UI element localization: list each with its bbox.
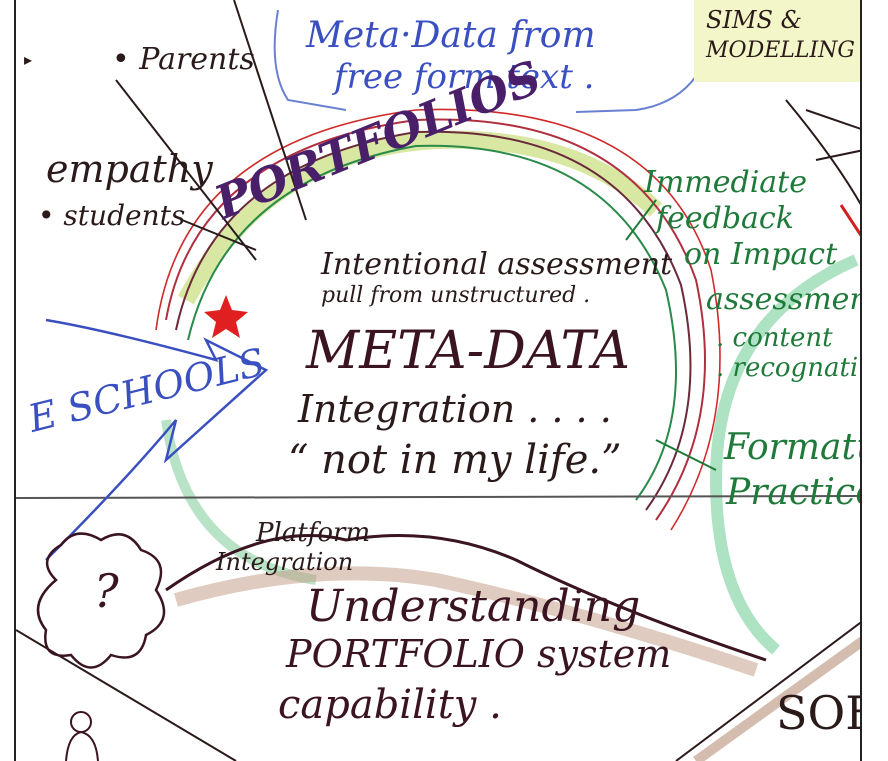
not-in-my-life-label: “ not in my life.”: [288, 437, 622, 483]
red-arc-4: [155, 108, 721, 531]
formative-line2: Practices: [726, 472, 860, 513]
platform-line1: Platform: [256, 518, 371, 548]
metadata-title: META-DATA: [306, 321, 630, 381]
content-label: . content: [716, 323, 833, 353]
hill-outline: [165, 534, 767, 662]
question-cloud: [36, 532, 166, 669]
portfolio-system-label: PORTFOLIO system: [286, 632, 672, 676]
sketch-artwork: [16, 0, 860, 761]
bullet-dot: ▸: [24, 50, 33, 69]
intentional-label: Intentional assessment: [321, 247, 673, 282]
platform-line2: Integration: [216, 548, 354, 576]
immediate-line2: feedback: [656, 201, 794, 236]
lower-right-shading: [693, 636, 860, 761]
maroon-arc-2: [175, 130, 692, 511]
sims-sticky-note: [694, 0, 860, 82]
meta-note-line1: Meta·Data from: [306, 15, 596, 56]
sims-line2: MODELLING: [706, 38, 855, 63]
integration-label: Integration . . . .: [298, 387, 612, 431]
lower-right-line: [675, 621, 860, 761]
students-line: [181, 219, 257, 251]
green-arc-3: [187, 144, 677, 501]
slope-line: [16, 629, 237, 761]
eschool-arrow: [45, 318, 269, 561]
sims-line1: SIMS &: [706, 6, 802, 34]
formative-line: [655, 439, 717, 471]
parents-line: [115, 79, 257, 261]
red-arrow-tip: [839, 204, 860, 237]
sketch-frame: ▸ • Parents Meta·Data from free form tex…: [14, 0, 862, 761]
pull-label: pull from unstructured .: [321, 283, 591, 308]
green-hatching-arc: [178, 130, 663, 305]
meta-note-line2: free form text .: [334, 57, 595, 97]
parents-label: • Parents: [112, 42, 255, 77]
soft-label: SOFT: [776, 686, 860, 740]
immediate-line: [625, 199, 657, 241]
line-top: [233, 0, 307, 221]
understanding-label: Understanding: [306, 581, 641, 632]
red-star: [204, 295, 248, 338]
formative-line1: Formatu: [724, 427, 860, 468]
small-figure-body: [65, 730, 99, 761]
capability-label: capability .: [278, 682, 502, 728]
hill-shading: [174, 566, 759, 677]
red-arc-1: [165, 118, 706, 521]
recognition-label: . recognati: [716, 353, 859, 383]
empathy-label: empathy: [46, 147, 213, 191]
small-figure-head: [70, 711, 92, 733]
horizontal-divider: [16, 495, 860, 499]
right-edge-marks: [785, 99, 860, 206]
question-mark: ?: [94, 564, 119, 618]
assessment-label: assessment: [706, 282, 860, 317]
right-green-arc: [709, 254, 859, 655]
immediate-line1: Immediate: [644, 165, 807, 200]
students-label: • students: [38, 199, 186, 232]
immediate-line3: on Impact: [684, 237, 838, 272]
